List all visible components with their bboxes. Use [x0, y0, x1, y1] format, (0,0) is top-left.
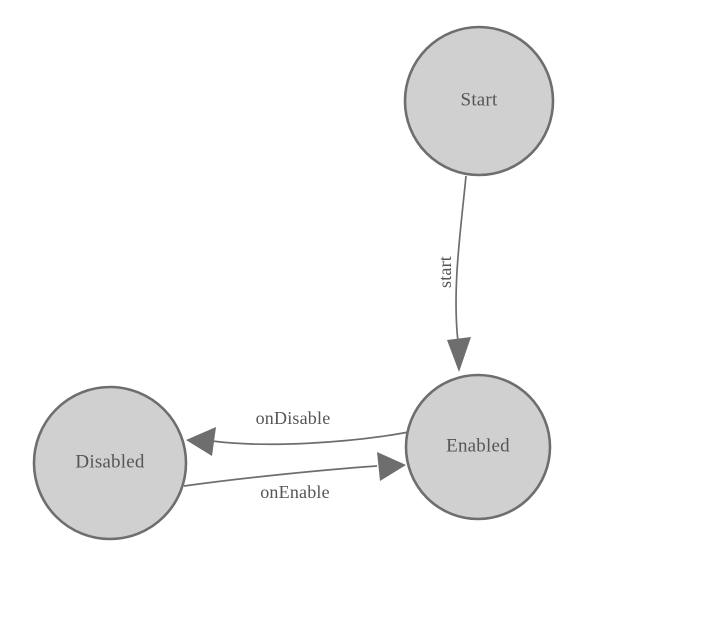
edge-disabled-to-enabled-path: [183, 465, 378, 487]
node-disabled[interactable]: Disabled: [32, 385, 188, 541]
edge-disabled-to-enabled[interactable]: onEnable: [183, 452, 406, 502]
edge-label-start: start: [435, 256, 455, 288]
node-disabled-circle: [32, 385, 188, 541]
node-disabled-label: Disabled: [75, 451, 144, 472]
edge-label-on-disable: onDisable: [256, 408, 331, 428]
edge-enabled-to-disabled[interactable]: onDisable: [186, 408, 410, 456]
edge-label-on-enable: onEnable: [260, 482, 330, 502]
node-start-circle: [403, 25, 555, 177]
edge-enabled-to-disabled-path: [211, 431, 410, 446]
edge-disabled-to-enabled-arrowhead: [377, 452, 406, 481]
node-start-label: Start: [461, 89, 498, 110]
edge-start-to-enabled-arrowhead: [447, 337, 471, 372]
node-enabled-label: Enabled: [446, 435, 510, 456]
edge-enabled-to-disabled-arrowhead: [186, 427, 216, 456]
edge-start-to-enabled[interactable]: start: [435, 175, 471, 372]
node-enabled-circle: [404, 373, 552, 521]
node-start[interactable]: Start: [403, 25, 555, 177]
edge-start-to-enabled-path: [455, 175, 467, 343]
node-enabled[interactable]: Enabled: [404, 373, 552, 521]
